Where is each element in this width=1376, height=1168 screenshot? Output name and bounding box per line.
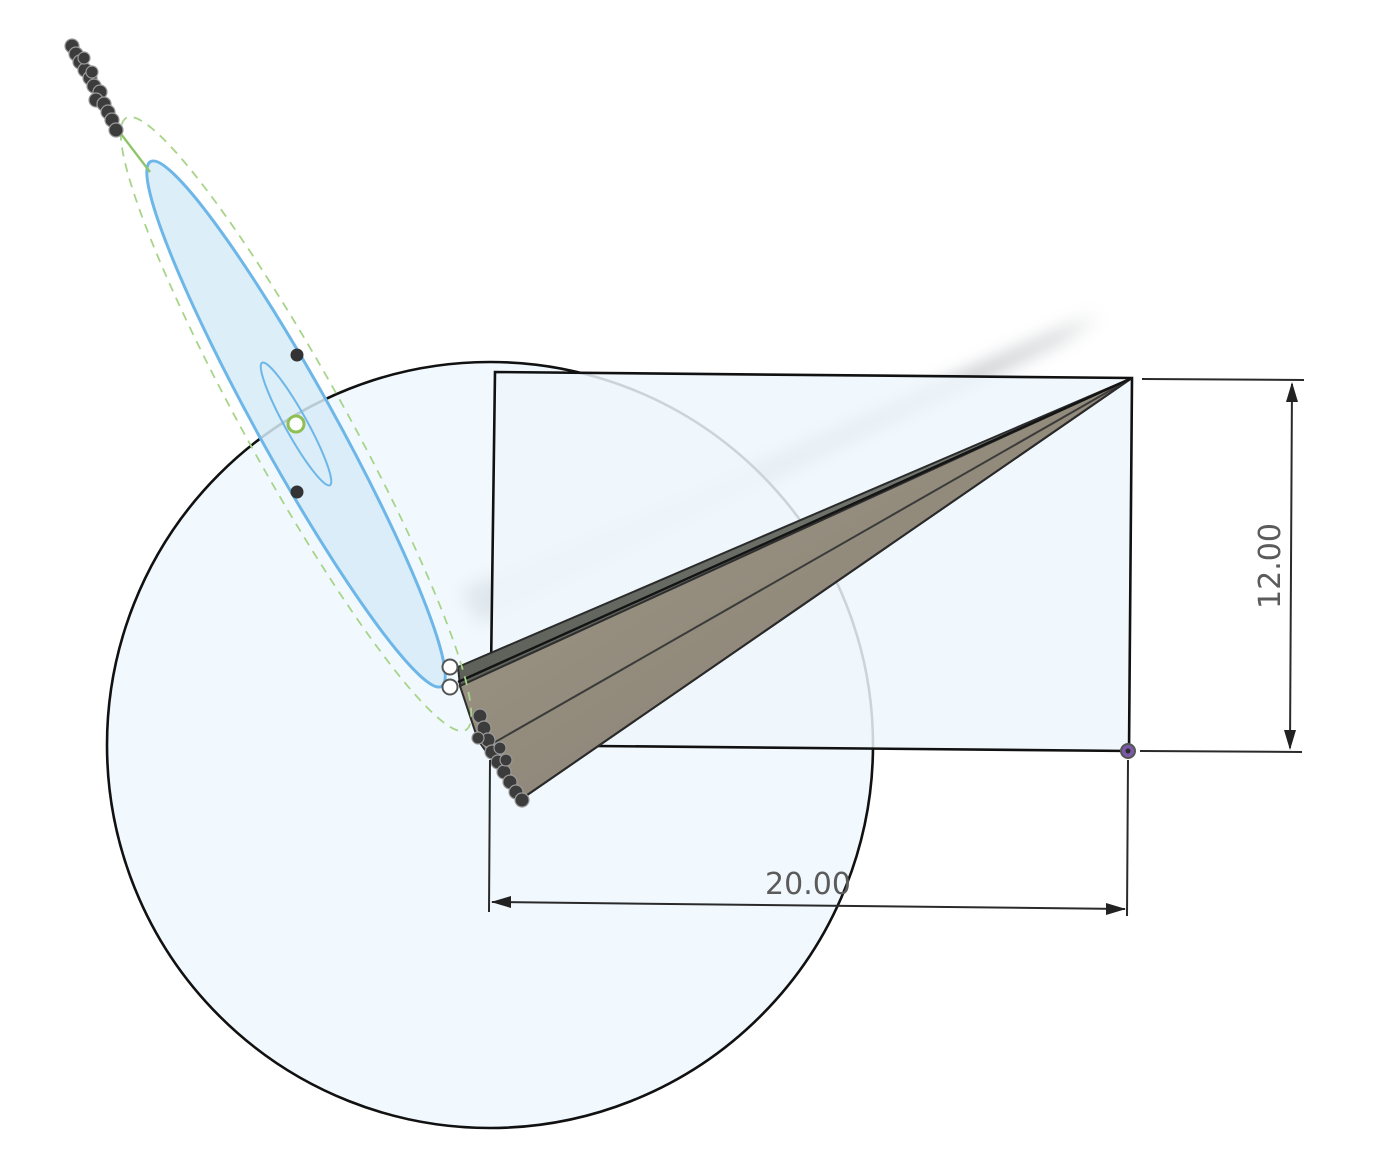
dim-v-extension-top <box>1141 378 1305 381</box>
point-cluster-base[interactable] <box>471 708 530 808</box>
wedge-lower-edge <box>519 377 1133 801</box>
selected-corner-point-center <box>1125 748 1131 754</box>
dimension-horizontal[interactable]: 20.00 <box>488 759 1129 917</box>
dim-h-arrow-left <box>491 896 511 908</box>
dim-v-line <box>1289 383 1293 749</box>
wedge-top-edge <box>457 376 1133 684</box>
construction-ellipse-outer <box>119 116 473 732</box>
dim-v-arrow-top <box>1286 382 1298 402</box>
ellipse-axis-point-bottom[interactable] <box>290 485 304 499</box>
dim-v-arrow-bottom <box>1284 730 1296 750</box>
ellipse-axis-point-top[interactable] <box>290 348 304 362</box>
dim-h-extension-left <box>488 759 491 913</box>
dimension-vertical[interactable]: 12.00 <box>1139 378 1305 753</box>
dim-h-extension-right <box>1126 759 1129 917</box>
dimension-horizontal-label[interactable]: 20.00 <box>765 867 851 902</box>
dimension-vertical-label[interactable]: 12.00 <box>1253 523 1288 609</box>
construction-axis-line <box>117 129 151 173</box>
sketch-point-open-1[interactable] <box>441 658 459 676</box>
dim-h-arrow-right <box>1106 903 1126 915</box>
dim-h-line <box>491 901 1126 910</box>
sketch-point-open-2[interactable] <box>441 678 459 696</box>
dim-v-extension-bottom <box>1139 750 1303 753</box>
point-cluster-top[interactable] <box>64 38 124 138</box>
ellipse-center-point[interactable] <box>286 414 306 434</box>
ellipse-minor-loop <box>259 361 333 487</box>
wedge-ridge-edge <box>489 377 1133 746</box>
extruded-wedge-body[interactable] <box>456 376 1133 802</box>
